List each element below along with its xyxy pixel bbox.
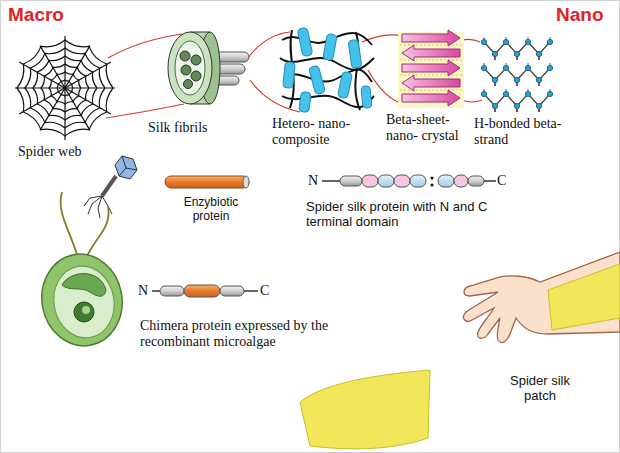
terminus-label: C: [260, 283, 274, 299]
atom: [503, 65, 508, 70]
atom: [547, 39, 552, 44]
figure-label: H-bonded beta-strand: [474, 116, 564, 148]
scale-label: Nano: [556, 4, 616, 26]
web-ring: [25, 48, 105, 128]
web-ring: [41, 64, 89, 112]
silk-patch: [300, 370, 430, 449]
atom: [547, 65, 552, 70]
figure-label: Spider silk patch: [500, 374, 580, 404]
atom: [525, 91, 530, 96]
atom: [492, 51, 497, 56]
atom: [525, 65, 530, 70]
hand-arm: [464, 252, 620, 342]
atom: [536, 77, 541, 82]
terminus-label: N: [138, 283, 152, 299]
spider-web: [15, 36, 115, 140]
atom: [525, 39, 530, 44]
zoom-lines: [106, 32, 482, 118]
atom: [536, 103, 541, 108]
atom: [514, 77, 519, 82]
figure-label: Silk fibrils: [148, 120, 248, 136]
figure-label: Spider web: [18, 144, 118, 160]
spider-silk-protein: [322, 175, 496, 187]
web-ring: [57, 80, 73, 96]
chimera-protein: [152, 285, 258, 297]
enzybiotic-rod: [165, 176, 249, 188]
atom: [514, 103, 519, 108]
atom: [503, 91, 508, 96]
figure-label: Spider silk protein with N and C termina…: [306, 200, 516, 230]
web-ring: [49, 72, 81, 104]
atom: [514, 51, 519, 56]
microalga: [35, 192, 130, 352]
atom: [492, 103, 497, 108]
figure-label: Beta-sheet- nano- crystal: [386, 112, 470, 144]
terminus-label: C: [497, 173, 511, 189]
bacteriophage: [84, 156, 137, 218]
atom: [547, 91, 552, 96]
figure-label: Chimera protein expressed by the recombi…: [140, 318, 390, 350]
h-bonded-strands: [481, 37, 552, 112]
web-ring: [33, 56, 97, 120]
hetero-nano-composite: [280, 27, 374, 112]
silk-fibrils: [168, 32, 249, 104]
atom: [481, 39, 486, 44]
atom: [503, 39, 508, 44]
scale-label: Macro: [8, 4, 78, 26]
atom: [481, 91, 486, 96]
atom: [492, 77, 497, 82]
terminus-label: N: [308, 173, 322, 189]
atom: [536, 51, 541, 56]
beta-sheet-crystal: [398, 30, 464, 108]
figure-label: Enzybiotic protein: [166, 196, 256, 224]
web-ring: [17, 40, 113, 136]
figure-label: Hetero- nano- composite: [272, 116, 372, 148]
atom: [481, 65, 486, 70]
